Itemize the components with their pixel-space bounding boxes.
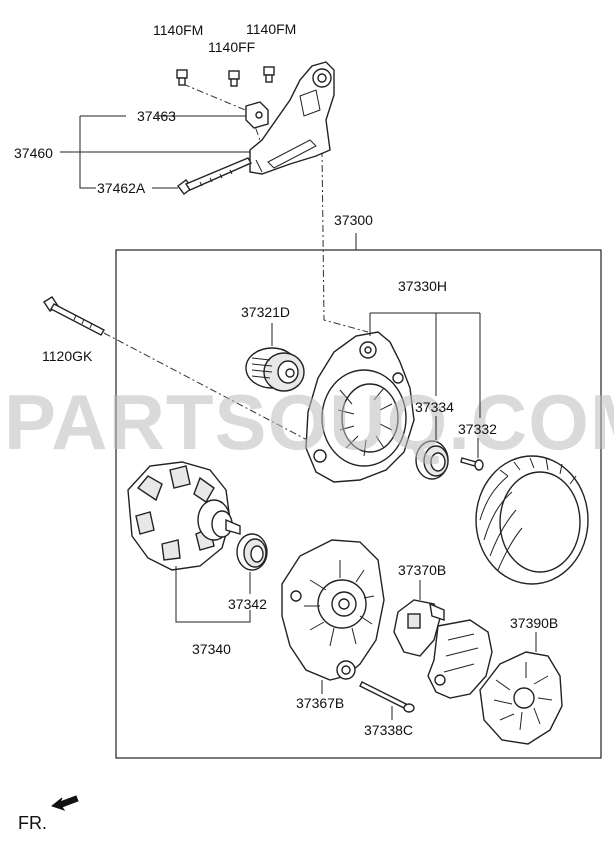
mounting-bracket (249, 61, 335, 175)
bolt-1140fm-right (263, 66, 275, 83)
label-37463: 37463 (137, 108, 176, 124)
leader-37460 (60, 115, 250, 189)
centerline-bolts (182, 83, 263, 147)
label-37342: 37342 (228, 596, 267, 612)
label-1140ff: 1140FF (208, 39, 255, 55)
label-37338c: 37338C (364, 722, 413, 738)
label-37462a: 37462A (97, 180, 146, 196)
leader-37330h (369, 312, 481, 418)
label-37367b: 37367B (296, 695, 344, 711)
bolt-1140ff (228, 70, 240, 87)
label-37330h: 37330H (398, 278, 447, 294)
screw-37332 (460, 457, 484, 471)
rear-cover-37390b (479, 651, 563, 745)
label-1140fm-left: 1140FM (153, 22, 203, 38)
front-direction-arrow-icon (50, 795, 79, 811)
label-37334: 37334 (415, 399, 454, 415)
rear-frame (281, 539, 385, 681)
stator (475, 455, 589, 585)
nut-37463 (245, 101, 269, 129)
label-37370b: 37370B (398, 562, 446, 578)
front-direction-label: FR. (18, 813, 47, 833)
pulley-37321d (245, 347, 305, 392)
rotor (127, 461, 241, 571)
label-37321d: 37321D (241, 304, 290, 320)
bearing-37342 (236, 533, 268, 571)
label-37460: 37460 (14, 145, 53, 161)
label-37390b: 37390B (510, 615, 558, 631)
through-bolt-1120gk (43, 296, 105, 336)
bolt-37338c (359, 681, 415, 713)
watermark: PARTSOUQ.COM (4, 378, 614, 466)
regulator-37370b (393, 599, 493, 699)
bearing-37334 (415, 440, 449, 480)
bolt-1140fm-left (176, 69, 188, 86)
label-1140fm-right: 1140FM (246, 21, 296, 37)
drive-end-frame (305, 331, 415, 483)
label-37300: 37300 (334, 212, 373, 228)
assembly-frame (115, 249, 602, 759)
leader-37340-37342 (175, 566, 251, 623)
centerline-bracket (321, 149, 369, 333)
label-37340: 37340 (192, 641, 231, 657)
centerline-through-bolt (103, 332, 331, 453)
label-1120gk: 1120GK (42, 348, 93, 364)
label-37332: 37332 (458, 421, 497, 437)
bolt-37462a (177, 157, 253, 195)
